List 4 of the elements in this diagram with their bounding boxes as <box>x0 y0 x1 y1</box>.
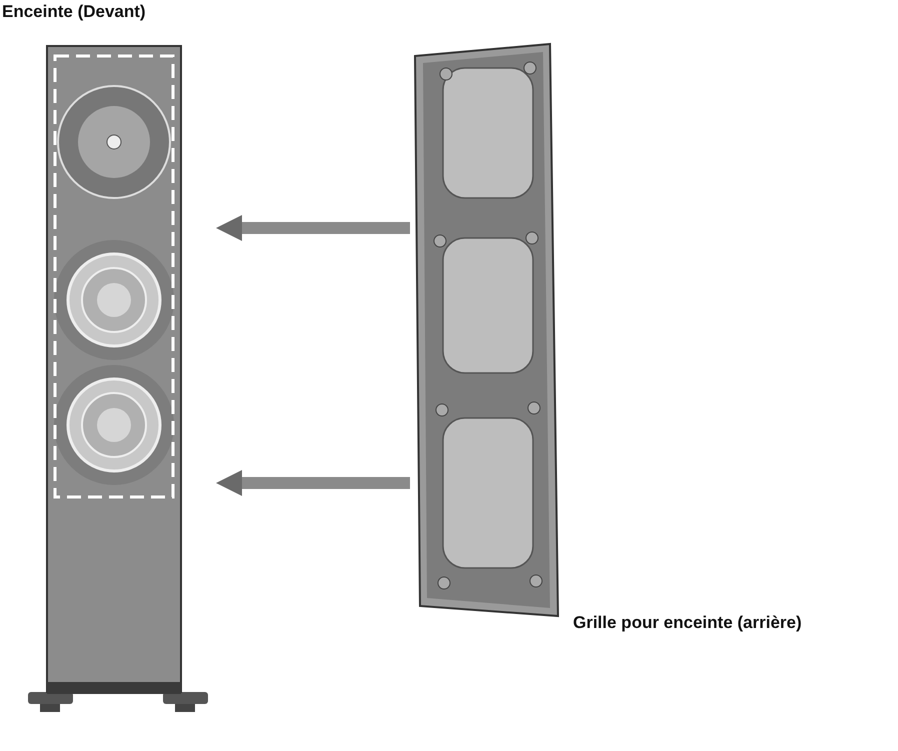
node-title: Enceinte (Devant) <box>2 2 146 22</box>
arrow <box>216 470 410 496</box>
arrow <box>216 215 410 241</box>
caption-text: Grille pour enceinte (arrière) <box>573 613 802 633</box>
